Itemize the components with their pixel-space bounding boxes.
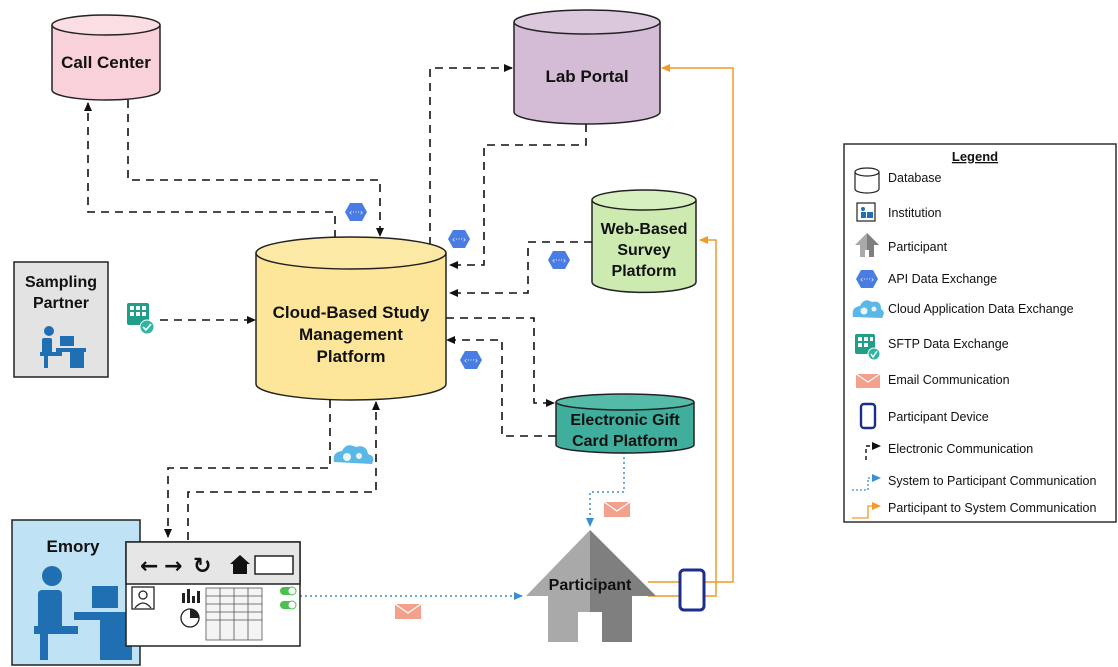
- arrow-call-center-to-cloud: [127, 100, 384, 237]
- orange-arrow-icon: [852, 502, 881, 519]
- database-icon: [854, 167, 880, 194]
- pie-chart-icon: [180, 608, 200, 628]
- legend-item-device: Participant Device: [888, 410, 989, 424]
- sftp-icon: [127, 303, 155, 335]
- participant-to-system-arrows: [648, 64, 734, 597]
- gift-card-database: Electronic Gift Card Platform: [555, 393, 695, 454]
- emory-institution: Emory: [11, 519, 141, 666]
- arrow-cloud-to-lab-portal: [429, 64, 513, 245]
- legend-item-system-to-participant: System to Participant Communication: [888, 474, 1096, 488]
- web-survey-database: Web-Based Survey Platform: [591, 189, 697, 294]
- system-to-participant-arrows: [300, 452, 625, 600]
- spreadsheet-icon: [205, 587, 263, 641]
- svg-text:‹···›: ‹···›: [860, 275, 874, 284]
- person-at-desk-icon: [34, 566, 134, 660]
- phone-icon: [859, 402, 877, 430]
- person-at-desk-icon: [40, 326, 86, 368]
- api-hexagon-icon: ‹···›: [856, 270, 878, 288]
- sampling-partner-label-line2: Partner: [33, 295, 89, 312]
- arrow-participant-to-lab-portal: [648, 64, 734, 583]
- legend-item-cloud-app: Cloud Application Data Exchange: [888, 302, 1074, 316]
- home-icon: [230, 555, 250, 574]
- api-hexagon-icon: ‹···›: [345, 203, 367, 221]
- bar-chart-icon: [182, 589, 200, 603]
- arrow-cloud-to-emory: [164, 400, 331, 538]
- call-center-database: Call Center: [51, 14, 161, 101]
- blue-dotted-arrow-icon: [852, 474, 881, 491]
- arrow-emory-to-cloud: [187, 401, 380, 540]
- svg-text:‹···›: ‹···›: [464, 356, 478, 365]
- legend-item-database: Database: [888, 171, 942, 185]
- browser-dashboard-illustration: ← → ↻: [125, 541, 301, 647]
- electronic-communication-arrows: [84, 64, 592, 540]
- sampling-partner-institution: Sampling Partner: [13, 261, 109, 378]
- legend-title: Legend: [952, 149, 998, 164]
- email-icon: [855, 373, 881, 388]
- svg-text:‹···›: ‹···›: [349, 208, 363, 217]
- cloud-platform-label-line1: Cloud-Based Study: [273, 303, 430, 322]
- web-survey-label-line2: Survey: [617, 242, 670, 259]
- legend-item-api: API Data Exchange: [888, 272, 997, 286]
- legend-item-institution: Institution: [888, 206, 942, 220]
- cloud-gear-icon: [333, 445, 374, 464]
- email-icon: [603, 501, 631, 517]
- legend-item-email: Email Communication: [888, 373, 1010, 387]
- svg-text:‹···›: ‹···›: [552, 256, 566, 265]
- web-survey-label-line3: Platform: [612, 263, 677, 280]
- arrow-lab-portal-to-cloud: [449, 124, 587, 269]
- legend-item-participant-to-system: Participant to System Communication: [888, 501, 1096, 515]
- lab-portal-database: Lab Portal: [513, 9, 661, 125]
- lab-portal-label: Lab Portal: [545, 67, 628, 86]
- web-survey-label-line1: Web-Based: [601, 221, 688, 238]
- gift-card-label-line1: Electronic Gift: [570, 412, 680, 429]
- institution-icon: [856, 202, 876, 222]
- user-avatar-icon: [131, 586, 155, 610]
- api-hexagon-icon: ‹···›: [448, 230, 470, 248]
- toggle-switches-icon: [280, 586, 297, 610]
- back-arrow-icon: ←: [140, 554, 158, 579]
- legend-item-sftp: SFTP Data Exchange: [888, 337, 1009, 351]
- address-bar: [254, 555, 294, 575]
- api-hexagon-icon: ‹···›: [548, 251, 570, 269]
- sftp-icon: [855, 334, 881, 361]
- participant-label: Participant: [549, 577, 632, 594]
- arrow-survey-to-cloud: [449, 241, 592, 297]
- cloud-platform-label-line2: Management: [299, 325, 403, 344]
- arrow-cloud-to-call-center: [84, 102, 336, 238]
- call-center-label: Call Center: [61, 53, 151, 72]
- legend: Legend Database Institution Participant: [843, 143, 1117, 523]
- reload-icon: ↻: [193, 554, 211, 579]
- arrow-gift-card-to-participant: [586, 452, 625, 527]
- forward-arrow-icon: →: [164, 554, 182, 579]
- arrow-cloud-to-gift-card: [446, 317, 555, 407]
- email-icon: [394, 603, 422, 619]
- gift-card-label-line2: Card Platform: [572, 433, 678, 450]
- phone-icon: [678, 568, 706, 612]
- participant-house-icon: [855, 233, 879, 257]
- participant-house: Participant: [526, 530, 656, 642]
- cloud-platform-database: Cloud-Based Study Management Platform: [255, 236, 447, 401]
- api-hexagon-icon: ‹···›: [460, 351, 482, 369]
- cloud-platform-label-line3: Platform: [317, 347, 386, 366]
- cloud-gear-icon: [852, 300, 884, 318]
- black-dashed-arrow-icon: [865, 442, 881, 460]
- sampling-partner-label-line1: Sampling: [25, 274, 97, 291]
- arrow-gift-card-to-cloud: [446, 336, 556, 437]
- svg-text:‹···›: ‹···›: [452, 235, 466, 244]
- legend-item-electronic: Electronic Communication: [888, 442, 1033, 456]
- legend-item-participant: Participant: [888, 240, 948, 254]
- emory-label: Emory: [47, 537, 100, 556]
